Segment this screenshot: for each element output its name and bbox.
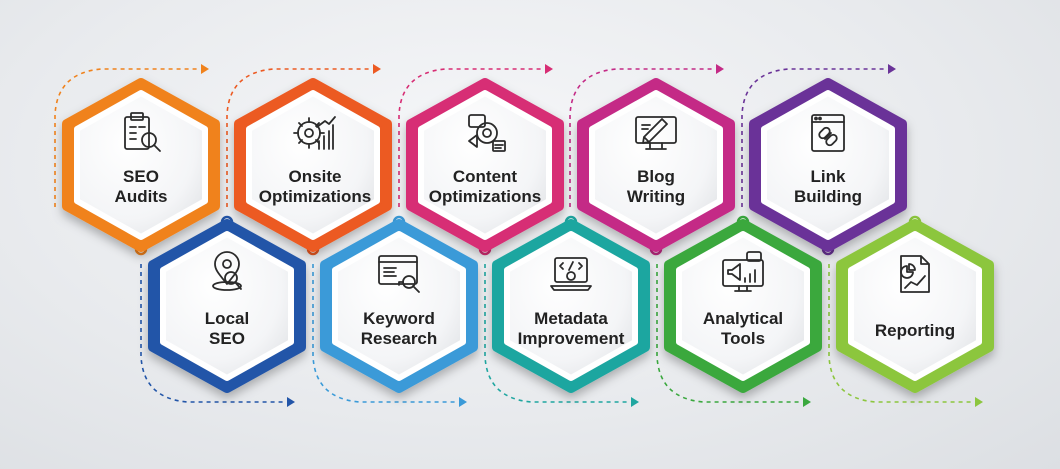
label-keyword-research: Keyword Research bbox=[324, 309, 474, 349]
label-line: Writing bbox=[626, 187, 686, 206]
label-line: Optimizations bbox=[258, 187, 372, 206]
connector-arrow-icon bbox=[287, 397, 295, 407]
monitor-megaphone-icon bbox=[722, 251, 764, 292]
dashed-connector bbox=[54, 68, 199, 207]
label-line: Blog bbox=[637, 167, 675, 186]
label-metadata-improvement: Metadata Improvement bbox=[496, 309, 646, 349]
hexagon-face bbox=[74, 90, 208, 240]
label-blog-writing: Blog Writing bbox=[581, 167, 731, 207]
label-line: Reporting bbox=[874, 321, 956, 340]
label-line: Local bbox=[204, 309, 250, 328]
dashed-connector bbox=[828, 264, 973, 403]
clipboard-magnifier-icon bbox=[124, 112, 161, 152]
hexagon-face bbox=[160, 231, 294, 381]
browser-key-icon bbox=[378, 255, 420, 293]
hexagon-face bbox=[418, 90, 552, 240]
label-line: Content bbox=[452, 167, 518, 186]
label-line: Audits bbox=[114, 187, 168, 206]
label-line: Onsite bbox=[288, 167, 342, 186]
label-analytical-tools: Analytical Tools bbox=[668, 309, 818, 349]
hexagon-face bbox=[676, 231, 810, 381]
dashed-connector bbox=[140, 264, 285, 403]
connector-arrow-icon bbox=[373, 64, 381, 74]
laptop-code-gear-icon bbox=[550, 257, 592, 291]
label-local-seo: Local SEO bbox=[152, 309, 302, 349]
label-line: Link bbox=[810, 167, 846, 186]
dashed-connector bbox=[569, 68, 714, 207]
label-line: Analytical bbox=[702, 309, 784, 328]
dashed-connector bbox=[226, 68, 371, 207]
label-content-optimizations: Content Optimizations bbox=[410, 167, 560, 207]
hexagon-face bbox=[589, 90, 723, 240]
gear-chart-icon bbox=[293, 116, 336, 150]
hexagon-face bbox=[848, 231, 982, 381]
dashed-connector bbox=[484, 264, 629, 403]
hexagon-face bbox=[761, 90, 895, 240]
label-link-building: Link Building bbox=[753, 167, 903, 207]
browser-link-icon bbox=[811, 114, 845, 152]
hexagon-face bbox=[332, 231, 466, 381]
label-reporting: Reporting bbox=[840, 321, 990, 341]
connector-arrow-icon bbox=[459, 397, 467, 407]
location-pin-magnifier-icon bbox=[212, 251, 242, 291]
label-seo-audits: SEO Audits bbox=[66, 167, 216, 207]
label-line: Improvement bbox=[517, 329, 625, 348]
content-gear-icon bbox=[468, 114, 506, 152]
label-line: Tools bbox=[720, 329, 766, 348]
dashed-connector bbox=[312, 264, 457, 403]
label-line: Research bbox=[360, 329, 438, 348]
label-onsite-optimizations: Onsite Optimizations bbox=[240, 167, 390, 207]
connector-arrow-icon bbox=[975, 397, 983, 407]
label-line: Building bbox=[794, 187, 862, 206]
label-line: Metadata bbox=[534, 309, 608, 328]
label-line: Keyword bbox=[363, 309, 435, 328]
monitor-pencil-icon bbox=[635, 116, 677, 150]
connector-arrow-icon bbox=[888, 64, 896, 74]
report-chart-icon bbox=[900, 255, 930, 293]
connector-arrow-icon bbox=[631, 397, 639, 407]
label-line: SEO bbox=[209, 329, 245, 348]
dashed-connector bbox=[656, 264, 801, 403]
dashed-connector bbox=[398, 68, 543, 207]
connector-arrow-icon bbox=[716, 64, 724, 74]
label-line: Optimizations bbox=[428, 187, 542, 206]
label-line: SEO bbox=[123, 167, 159, 186]
hexagon-face bbox=[504, 231, 638, 381]
connector-arrow-icon bbox=[545, 64, 553, 74]
hexagon-face bbox=[246, 90, 380, 240]
dashed-connector bbox=[741, 68, 886, 207]
connector-arrow-icon bbox=[201, 64, 209, 74]
connector-arrow-icon bbox=[803, 397, 811, 407]
